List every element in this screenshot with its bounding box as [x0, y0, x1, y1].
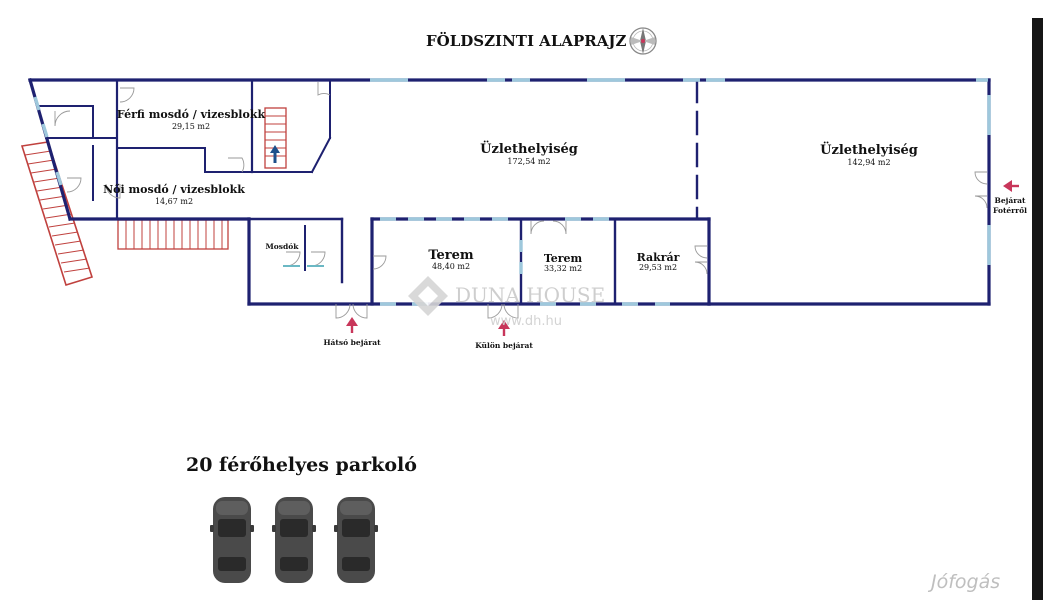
room-terem-1: Terem 48,40 m2	[428, 248, 474, 271]
room-area: 142,94 m2	[847, 158, 890, 167]
room-uzlet-1: Üzlethelyiség 172,54 m2	[480, 140, 578, 166]
entry-stairs	[117, 219, 229, 250]
room-name: Terem	[544, 252, 583, 265]
parking-label: 20 férőhelyes parkoló	[186, 454, 417, 476]
left-arrow-icon	[1003, 180, 1019, 192]
room-area: 33,32 m2	[544, 264, 582, 273]
interior-stairs	[264, 107, 287, 169]
room-mosdok: Mosdók	[266, 242, 300, 251]
room-area: 29,15 m2	[172, 122, 210, 131]
watermark: DUNA HOUSE www.dh.hu	[408, 276, 605, 329]
up-arrow-icon	[498, 320, 510, 336]
room-name: Mosdók	[266, 242, 300, 251]
duna-house-logo-icon	[408, 276, 448, 316]
watermark-brand: DUNA HOUSE	[455, 283, 605, 307]
room-name: Üzlethelyiség	[480, 140, 578, 157]
room-area: 14,67 m2	[155, 197, 193, 206]
room-name: Női mosdó / vizesblokk	[103, 183, 245, 196]
entrance-label: Hátsó bejárat	[323, 338, 381, 347]
entrance-kulon: Külön bejárat	[475, 320, 533, 350]
up-arrow-icon	[346, 317, 358, 333]
plan-title: FÖLDSZINTI ALAPRAJZ	[426, 31, 626, 50]
entrance-label: Külön bejárat	[475, 341, 533, 350]
room-name: Terem	[428, 248, 474, 263]
entrance-hatso: Hátsó bejárat	[323, 317, 381, 347]
watermark-site: www.dh.hu	[490, 314, 562, 329]
room-rakt: Rakrár 29,53 m2	[637, 251, 680, 272]
entrance-foter: Bejárat Fotérről	[993, 180, 1027, 215]
room-area: 172,54 m2	[507, 157, 550, 166]
site-brand: Jófogás	[927, 571, 1000, 593]
room-terem-2: Terem 33,32 m2	[544, 252, 583, 273]
stair-up-arrow-icon	[270, 145, 280, 163]
room-name: Üzlethelyiség	[820, 141, 918, 158]
room-ferfi: Férfi mosdó / vizesblokk 29,15 m2	[117, 108, 266, 131]
room-noi: Női mosdó / vizesblokk 14,67 m2	[103, 183, 245, 206]
room-area: 48,40 m2	[432, 262, 470, 271]
entrance-label-1: Bejárat	[995, 196, 1026, 205]
exterior-stairs	[20, 141, 94, 286]
right-edge-bar	[1032, 18, 1043, 600]
room-uzlet-2: Üzlethelyiség 142,94 m2	[820, 141, 918, 167]
room-name: Rakrár	[637, 251, 680, 264]
car-icon	[210, 497, 254, 583]
compass-icon	[629, 27, 657, 55]
windows	[33, 78, 991, 306]
car-icon	[272, 497, 316, 583]
room-area: 29,53 m2	[639, 263, 677, 272]
car-icon	[334, 497, 378, 583]
room-name: Férfi mosdó / vizesblokk	[117, 108, 266, 121]
entrance-label-2: Fotérről	[993, 206, 1027, 215]
